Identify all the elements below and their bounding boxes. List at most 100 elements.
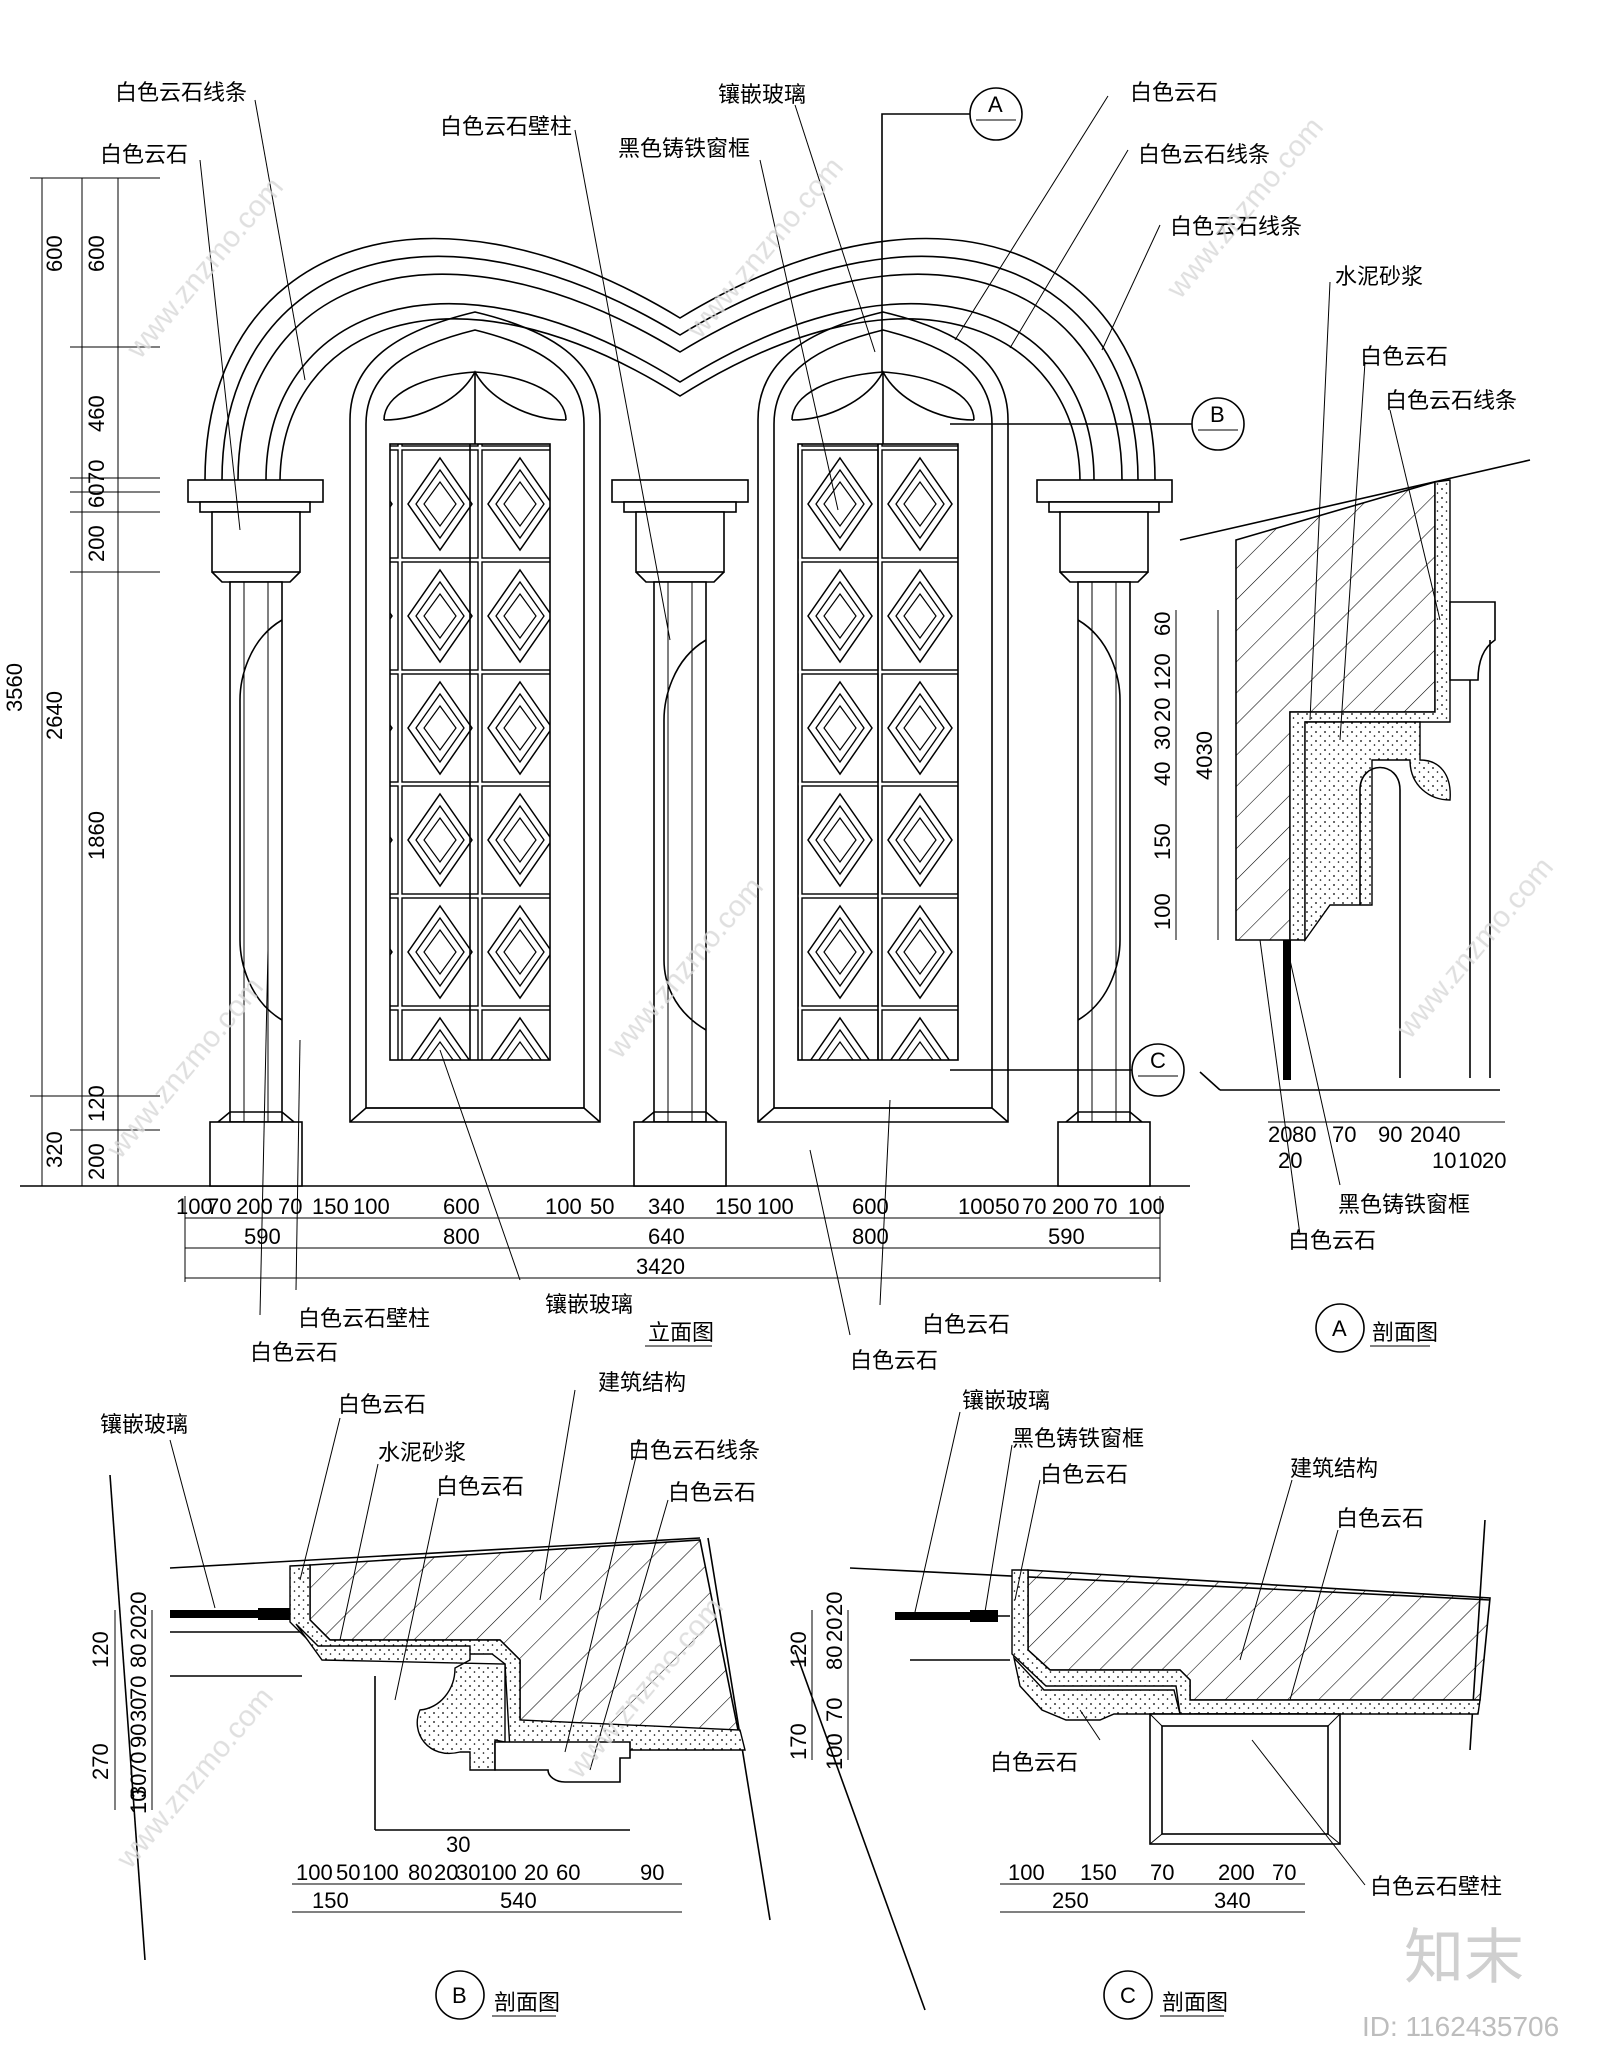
a-label-stone: 白色云石 (1360, 345, 1448, 370)
elevation-bottom-dimensions: 100 70 200 70 150 100 600 100 50 340 150… (176, 1194, 1165, 1282)
marker-a: A (881, 87, 1023, 372)
a-bdim-20b: 20 (1410, 1122, 1434, 1147)
c-dim-120: 120 (786, 1631, 811, 1668)
bdim-100d: 100 (757, 1194, 794, 1219)
dim-120: 120 (84, 1085, 109, 1122)
bdim-50a: 50 (590, 1194, 614, 1219)
bdim-590b: 590 (1048, 1224, 1085, 1249)
b-bdim-100b: 100 (362, 1860, 399, 1885)
label-black-iron-frame: 黑色铸铁窗框 (618, 137, 750, 162)
b-dim-120: 120 (88, 1631, 113, 1668)
bdim-150a: 150 (312, 1194, 349, 1219)
b-label-stone-3: 白色云石 (668, 1481, 756, 1506)
a-label-stone-bottom: 白色云石 (1288, 1229, 1376, 1254)
label-molding-r1: 白色云石线条 (1138, 143, 1270, 168)
c-bdim-250: 250 (1052, 1888, 1089, 1913)
bdim-800a: 800 (443, 1224, 480, 1249)
a-bdim-90: 90 (1378, 1122, 1402, 1147)
watermark-logo: 知末 (1404, 1923, 1524, 1993)
b-dim-20a: 20 (126, 1592, 151, 1616)
dim-2640: 2640 (42, 691, 67, 740)
a-bdim-40: 40 (1436, 1122, 1460, 1147)
c-label-iron-frame: 黑色铸铁窗框 (1012, 1427, 1144, 1452)
b-bdim-30: 30 (456, 1860, 480, 1885)
b-title: 剖面图 (494, 1991, 560, 2016)
a-bdim-70: 70 (1332, 1122, 1356, 1147)
label-bottom-pilaster: 白色云石壁柱 (298, 1307, 430, 1332)
a-dim-60: 60 (1150, 612, 1175, 636)
a-bdim-10b: 10 (1458, 1148, 1482, 1173)
a-title: 剖面图 (1372, 1321, 1438, 1346)
bdim-70d: 70 (1093, 1194, 1117, 1219)
a-dim-120: 120 (1150, 653, 1175, 690)
label-white-stone-r: 白色云石 (1130, 81, 1218, 106)
label-inlaid-glass: 镶嵌玻璃 (718, 83, 806, 108)
c-title-marker (1103, 1970, 1153, 2020)
a-bdim-80: 80 (1292, 1122, 1316, 1147)
a-dim-100: 100 (1150, 893, 1175, 930)
bdim-70a: 70 (207, 1194, 231, 1219)
svg-text:A: A (988, 92, 1003, 117)
c-label-stone-2: 白色云石 (1336, 1507, 1424, 1532)
marker-b: B (950, 397, 1245, 451)
b-dim-70b: 70 (126, 1752, 151, 1776)
b-label-mortar: 水泥砂浆 (378, 1441, 466, 1466)
c-dim-20a: 20 (822, 1592, 847, 1616)
label-bottom-glass: 镶嵌玻璃 (545, 1293, 633, 1318)
b-bdim-150: 150 (312, 1888, 349, 1913)
b-label-glass: 镶嵌玻璃 (100, 1413, 188, 1438)
b-title-marker (435, 1970, 485, 2020)
marker-c: C (950, 1043, 1185, 1097)
a-label-iron-frame: 黑色铸铁窗框 (1338, 1193, 1470, 1218)
c-bdim-70a: 70 (1150, 1860, 1174, 1885)
c-title-marker-letter: C (1120, 1983, 1136, 2008)
section-c-drawing: 120 170 20 20 80 70 100 100 150 70 200 7… (786, 1389, 1502, 2020)
c-bdim-340: 340 (1214, 1888, 1251, 1913)
a-bdim-10a: 10 (1432, 1148, 1456, 1173)
c-dim-100: 100 (822, 1733, 847, 1770)
b-dim-30a: 30 (126, 1698, 151, 1722)
label-bottom-stone-r: 白色云石 (850, 1349, 938, 1374)
bdim-600a: 600 (443, 1194, 480, 1219)
column-middle (611, 479, 749, 1187)
c-bdim-70b: 70 (1272, 1860, 1296, 1885)
b-label-molding: 白色云石线条 (628, 1439, 760, 1464)
c-dim-80: 80 (822, 1646, 847, 1670)
c-dim-20b: 20 (822, 1618, 847, 1642)
b-dim-20b: 20 (126, 1616, 151, 1640)
bdim-100f: 100 (1128, 1194, 1165, 1219)
label-bottom-stone-mid: 白色云石 (922, 1313, 1010, 1338)
b-label-structure: 建筑结构 (598, 1371, 686, 1396)
b-dim-70a: 70 (126, 1676, 151, 1700)
b-bdim-30-top: 30 (446, 1832, 470, 1857)
b-dim-80: 80 (126, 1644, 151, 1668)
b-bdim-80: 80 (408, 1860, 432, 1885)
a-dim-30: 30 (1150, 726, 1175, 750)
dim-600-inner: 600 (84, 235, 109, 272)
b-bdim-50: 50 (336, 1860, 360, 1885)
label-white-stone: 白色云石 (100, 143, 188, 168)
b-label-stone-2: 白色云石 (436, 1475, 524, 1500)
section-a-drawing: 60 120 20 30 40 150 100 4030 20 80 70 90… (1150, 265, 1531, 1353)
watermark-site-3: www.znzmo.com (1159, 111, 1330, 305)
label-white-stone-molding: 白色云石线条 (115, 81, 247, 106)
a-title-marker (1315, 1303, 1365, 1353)
b-label-stone-1: 白色云石 (338, 1393, 426, 1418)
bdim-70b: 70 (278, 1194, 302, 1219)
a-dim-20: 20 (1150, 698, 1175, 722)
column-right (1036, 479, 1173, 1187)
bdim-100b: 100 (353, 1194, 390, 1219)
svg-text:B: B (1210, 402, 1225, 427)
label-bottom-stone: 白色云石 (250, 1341, 338, 1366)
b-dim-270: 270 (88, 1743, 113, 1780)
c-label-stone-1: 白色云石 (1040, 1463, 1128, 1488)
elevation-leaders (199, 95, 1161, 1336)
a-dim-150: 150 (1150, 823, 1175, 860)
dim-1860: 1860 (84, 811, 109, 860)
b-bdim-90: 90 (640, 1860, 664, 1885)
column-left (187, 479, 324, 1187)
elevation-title: 立面图 (648, 1321, 714, 1346)
b-bdim-20b: 20 (524, 1860, 548, 1885)
c-label-structure: 建筑结构 (1290, 1457, 1378, 1482)
b-bdim-60: 60 (556, 1860, 580, 1885)
